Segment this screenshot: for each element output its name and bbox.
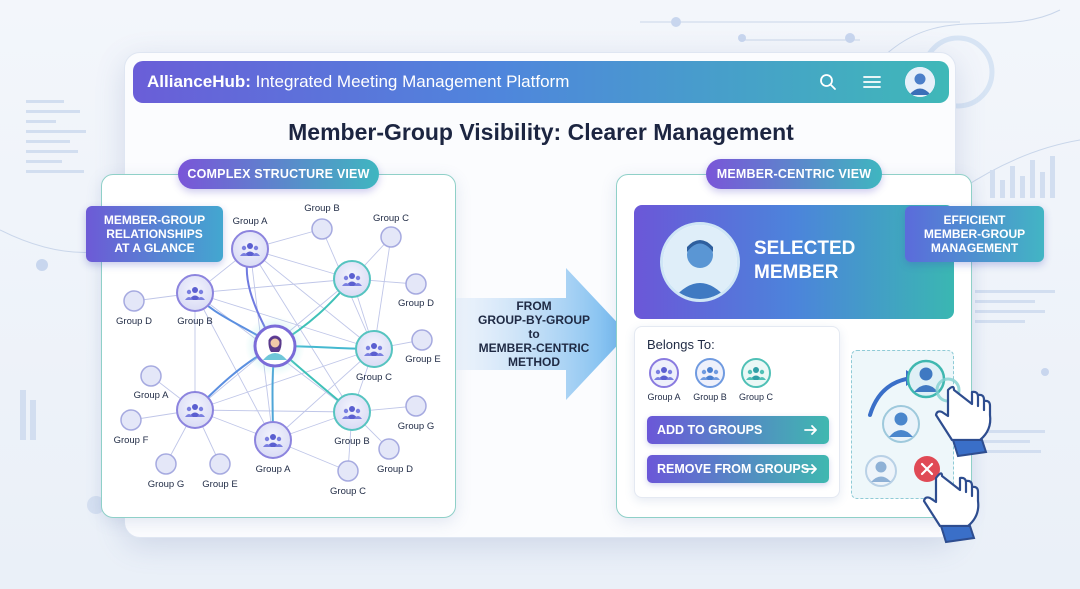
group-node: [231, 230, 269, 268]
transition-line: FROM: [516, 299, 552, 313]
node-label: Group D: [116, 316, 152, 327]
callout-line: AT A GLANCE: [114, 241, 195, 255]
center-member-node: [253, 324, 297, 368]
app-subtitle: Integrated Meeting Management Platform: [250, 72, 570, 91]
relationships-callout: MEMBER-GROUP RELATIONSHIPS AT A GLANCE: [86, 206, 223, 262]
group-node-small: [411, 329, 433, 351]
node-label: Group G: [148, 479, 184, 490]
node-label: Group B: [177, 316, 212, 327]
member-avatar-middle[interactable]: [882, 405, 920, 443]
group-icon: [649, 358, 679, 388]
management-callout: EFFICIENT MEMBER-GROUP MANAGEMENT: [905, 206, 1044, 262]
group-node-small: [378, 438, 400, 460]
group-node: [176, 391, 214, 429]
callout-line: EFFICIENT: [943, 213, 1006, 227]
callout-line: RELATIONSHIPS: [106, 227, 203, 241]
transition-label: FROM GROUP-BY-GROUP to MEMBER-CENTRIC ME…: [470, 299, 598, 369]
node-label: Group D: [398, 298, 434, 309]
group-node-small: [311, 218, 333, 240]
group-node-small: [405, 273, 427, 295]
add-to-groups-button[interactable]: ADD TO GROUPS: [647, 416, 829, 444]
user-avatar[interactable]: [905, 67, 935, 97]
node-label: Group G: [398, 421, 434, 432]
group-node: [355, 330, 393, 368]
arrow-right-icon: [803, 461, 819, 480]
group-node-small: [209, 453, 231, 475]
group-node-small: [123, 290, 145, 312]
node-label: Group A: [134, 390, 170, 401]
node-label: Group E: [202, 479, 237, 490]
drag-interaction-illustration: [865, 359, 992, 544]
group-node: [333, 393, 371, 431]
group-chip[interactable]: Group A: [642, 358, 686, 402]
belongs-to-label: Belongs To:: [647, 337, 715, 352]
transition-line: MEMBER-CENTRIC: [478, 341, 590, 355]
node-label: Group B: [334, 436, 369, 447]
node-label: Group C: [330, 486, 366, 497]
remove-from-groups-label: REMOVE FROM GROUPS: [657, 462, 810, 476]
node-label: Group B: [304, 203, 339, 214]
group-node-small: [380, 226, 402, 248]
selected-line: SELECTED: [754, 238, 856, 259]
group-node-small: [120, 409, 142, 431]
group-node-small: [337, 460, 359, 482]
node-label: Group C: [373, 213, 409, 224]
transition-line: GROUP-BY-GROUP: [477, 313, 590, 327]
network-graph: Group A Group B Group C Group D Group B …: [114, 203, 441, 497]
group-node-small: [140, 365, 162, 387]
pointer-hand-icon: [934, 377, 992, 458]
group-chip[interactable]: Group B: [688, 358, 732, 402]
transition-line: to: [528, 327, 540, 341]
brand-name: AllianceHub:: [147, 72, 251, 91]
node-label: Group C: [356, 372, 392, 383]
transition-arrow: [456, 268, 628, 400]
complex-structure-view-tab[interactable]: COMPLEX STRUCTURE VIEW: [178, 159, 379, 189]
menu-icon[interactable]: [861, 71, 883, 93]
member-centric-view-tab[interactable]: MEMBER-CENTRIC VIEW: [706, 159, 882, 189]
group-icon: [741, 358, 771, 388]
selected-line: MEMBER: [754, 262, 839, 283]
group-chip[interactable]: Group C: [734, 358, 778, 402]
node-label: Group E: [405, 354, 440, 365]
remove-x-icon[interactable]: [914, 456, 940, 482]
selected-member-label: SELECTED MEMBER: [754, 237, 894, 285]
group-node: [176, 274, 214, 312]
title-bar: AllianceHub: Integrated Meeting Manageme…: [133, 61, 949, 103]
transition-line: METHOD: [508, 355, 560, 369]
search-icon[interactable]: [817, 71, 839, 93]
page-title: Member-Group Visibility: Clearer Managem…: [288, 119, 794, 145]
group-node-small: [155, 453, 177, 475]
group-node: [254, 421, 292, 459]
add-to-groups-label: ADD TO GROUPS: [657, 423, 763, 437]
node-label: Group D: [377, 464, 413, 475]
remove-from-groups-button[interactable]: REMOVE FROM GROUPS: [647, 455, 829, 483]
arrow-right-icon: [803, 422, 819, 441]
group-chip-label: Group C: [738, 392, 773, 402]
callout-line: MEMBER-GROUP: [923, 227, 1026, 241]
member-avatar: [660, 222, 740, 302]
group-chip-label: Group A: [647, 392, 681, 402]
group-node-small: [405, 395, 427, 417]
pointer-hand-icon: [922, 472, 980, 544]
callout-line: MANAGEMENT: [930, 241, 1019, 255]
member-avatar-bottom[interactable]: [865, 455, 897, 487]
group-chip-label: Group B: [693, 392, 727, 402]
node-label: Group A: [256, 464, 292, 475]
node-label: Group F: [114, 435, 149, 446]
member-avatar-top[interactable]: [906, 359, 946, 399]
node-label: Group A: [233, 216, 269, 227]
group-icon: [695, 358, 725, 388]
group-node: [333, 260, 371, 298]
callout-line: MEMBER-GROUP: [103, 213, 206, 227]
app-title: AllianceHub: Integrated Meeting Manageme…: [147, 72, 569, 92]
